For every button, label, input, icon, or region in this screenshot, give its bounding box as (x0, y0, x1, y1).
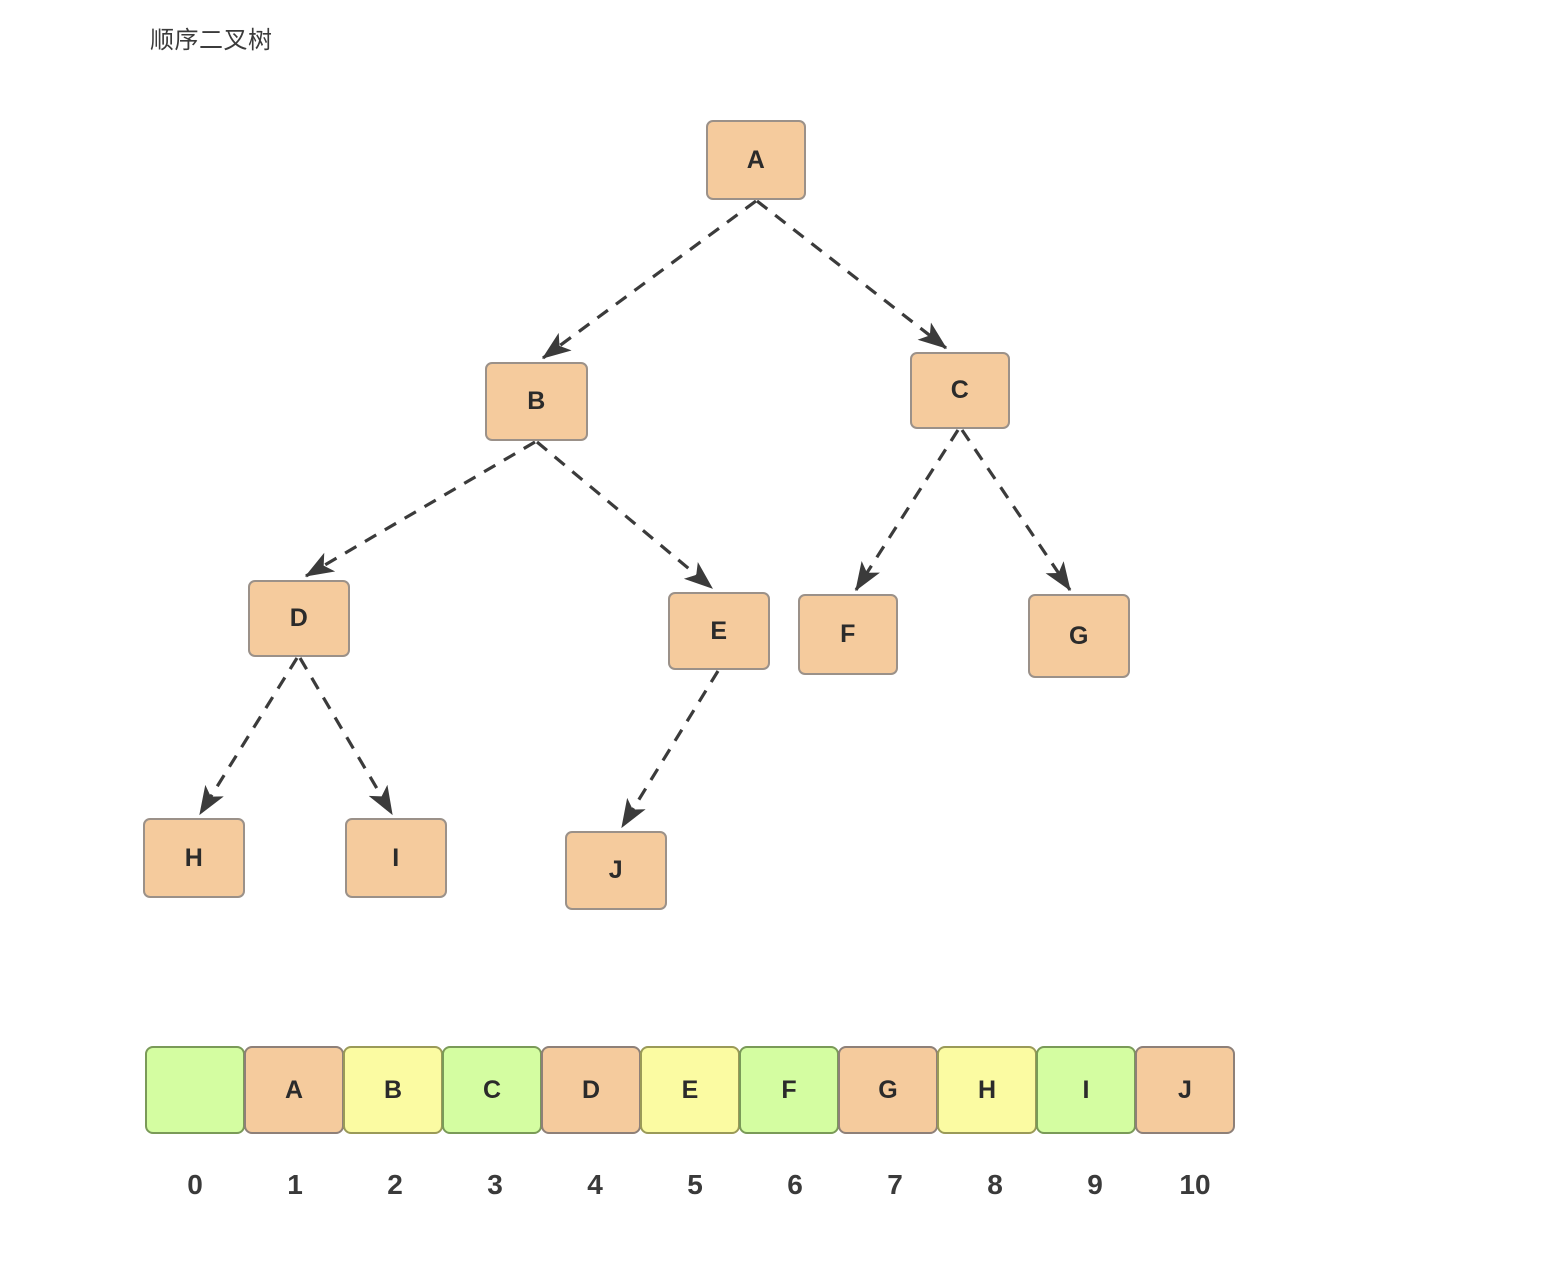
array-cell-9[interactable]: I (1036, 1046, 1136, 1134)
array-index-label-4: 4 (587, 1169, 603, 1200)
tree-node-label: I (392, 843, 400, 872)
tree-edge-e-to-j (620, 670, 720, 829)
tree-node-c[interactable]: C (910, 352, 1010, 429)
array-cell-value: B (383, 1075, 403, 1104)
array-index-label-10: 10 (1179, 1169, 1211, 1200)
array-cell-value: F (781, 1075, 797, 1104)
tree-node-d[interactable]: D (248, 580, 350, 657)
tree-edge-d-to-h (198, 657, 299, 816)
tree-edge-a-to-b (541, 199, 757, 360)
array-cell-6[interactable]: F (739, 1046, 839, 1134)
array-cell-value: D (581, 1075, 601, 1104)
tree-edge-group (198, 199, 1072, 829)
tree-node-label: F (840, 620, 856, 648)
tree-node-label: G (1069, 621, 1089, 650)
array-representation: A B C D E F G H I J (145, 1046, 1235, 1134)
tree-node-h[interactable]: H (143, 818, 245, 898)
array-cell-0[interactable] (145, 1046, 245, 1134)
tree-node-i[interactable]: I (345, 818, 447, 898)
tree-node-a[interactable]: A (706, 120, 806, 200)
tree-edge-d-to-i (298, 657, 394, 816)
array-index-label-5: 5 (687, 1169, 703, 1200)
array-index-label-7: 7 (887, 1169, 903, 1200)
array-index-label-8: 8 (987, 1169, 1003, 1200)
tree-node-label: B (527, 387, 546, 415)
array-cell-10[interactable]: J (1135, 1046, 1235, 1134)
array-cell-value: H (977, 1075, 997, 1104)
array-index-row: 0 1 2 3 4 5 6 7 8 9 10 (145, 1162, 1245, 1208)
tree-edge-b-to-d (304, 440, 536, 578)
array-index-label-0: 0 (187, 1169, 203, 1200)
tree-edges-layer (198, 199, 1072, 829)
array-index-label-3: 3 (487, 1169, 503, 1200)
tree-edge-b-to-e (535, 440, 714, 590)
tree-node-label: H (184, 843, 204, 872)
array-cell-value: I (1082, 1075, 1090, 1104)
tree-node-label: J (608, 856, 624, 884)
array-index-label-1: 1 (287, 1169, 303, 1200)
tree-node-label: E (710, 616, 728, 645)
array-cell-value: C (482, 1075, 502, 1104)
page-title: 顺序二叉树 (150, 27, 273, 54)
tree-edge-c-to-g (960, 429, 1072, 592)
array-index-label-9: 9 (1087, 1169, 1103, 1200)
tree-node-j[interactable]: J (565, 831, 667, 910)
array-cell-2[interactable]: B (343, 1046, 443, 1134)
tree-node-b[interactable]: B (485, 362, 588, 441)
array-cell-7[interactable]: G (838, 1046, 938, 1134)
array-cell-5[interactable]: E (640, 1046, 740, 1134)
binary-tree-diagram: A B C D E F G H I J (143, 120, 1130, 910)
tree-edge-c-to-f (854, 429, 960, 592)
tree-node-label: A (746, 145, 766, 174)
tree-node-f[interactable]: F (798, 594, 898, 675)
array-index-label-2: 2 (387, 1169, 403, 1200)
tree-node-e[interactable]: E (668, 592, 770, 670)
tree-node-label: C (950, 376, 970, 404)
array-cell-8[interactable]: H (937, 1046, 1037, 1134)
array-cell-value: E (681, 1075, 699, 1104)
array-cell-4[interactable]: D (541, 1046, 641, 1134)
array-index-label-6: 6 (787, 1169, 803, 1200)
array-cell-value: A (284, 1075, 304, 1104)
tree-node-g[interactable]: G (1028, 594, 1130, 678)
array-cell-1[interactable]: A (244, 1046, 344, 1134)
tree-edge-a-to-c (756, 199, 948, 350)
array-cell-value: J (1178, 1075, 1192, 1104)
array-cell-value: G (878, 1075, 898, 1104)
tree-node-label: D (289, 604, 309, 632)
array-cell-3[interactable]: C (442, 1046, 542, 1134)
